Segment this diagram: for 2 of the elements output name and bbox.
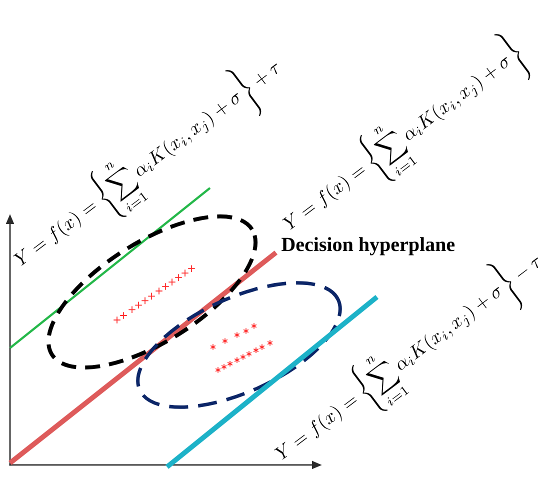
line-label: Decision hyperplane <box>282 237 455 256</box>
formula: $Y=f(x)=\left\{\sum_{i=1}^{n}\alpha_i K(x_i,x_j)+\sigma\right\}$ <box>282 34 530 230</box>
